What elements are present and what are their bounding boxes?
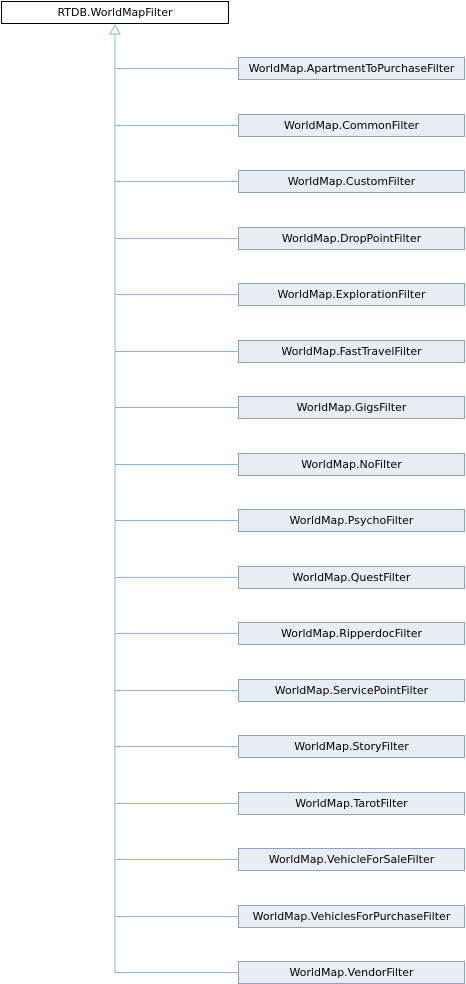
- derived-class-label: WorldMap.FastTravelFilter: [281, 345, 422, 358]
- derived-class-label: WorldMap.CustomFilter: [287, 175, 416, 188]
- derived-class-node[interactable]: WorldMap.VehiclesForPurchaseFilter: [238, 905, 465, 928]
- derived-class-label: WorldMap.NoFilter: [301, 458, 402, 471]
- derived-class-label: WorldMap.PsychoFilter: [289, 514, 414, 527]
- derived-class-label: WorldMap.ApartmentToPurchaseFilter: [248, 62, 455, 75]
- derived-class-label: WorldMap.DropPointFilter: [281, 232, 422, 245]
- derived-class-label: WorldMap.VehiclesForPurchaseFilter: [252, 910, 451, 923]
- derived-class-label: WorldMap.VendorFilter: [289, 966, 414, 979]
- derived-class-node[interactable]: WorldMap.CustomFilter: [238, 170, 465, 193]
- derived-class-node[interactable]: WorldMap.DropPointFilter: [238, 227, 465, 250]
- derived-class-label: WorldMap.ServicePointFilter: [274, 684, 429, 697]
- derived-class-node[interactable]: WorldMap.VehicleForSaleFilter: [238, 848, 465, 871]
- derived-class-node[interactable]: WorldMap.ApartmentToPurchaseFilter: [238, 57, 465, 80]
- inheritance-arrowhead: [109, 23, 121, 35]
- derived-class-label: WorldMap.QuestFilter: [292, 571, 411, 584]
- derived-class-node[interactable]: WorldMap.QuestFilter: [238, 566, 465, 589]
- derived-class-node[interactable]: WorldMap.TarotFilter: [238, 792, 465, 815]
- derived-class-node[interactable]: WorldMap.VendorFilter: [238, 961, 465, 984]
- derived-class-label: WorldMap.RipperdocFilter: [281, 627, 422, 640]
- derived-class-node[interactable]: WorldMap.NoFilter: [238, 453, 465, 476]
- derived-class-node[interactable]: WorldMap.RipperdocFilter: [238, 622, 465, 645]
- derived-class-node[interactable]: WorldMap.GigsFilter: [238, 396, 465, 419]
- derived-class-node[interactable]: WorldMap.StoryFilter: [238, 735, 465, 758]
- derived-class-label: WorldMap.ExplorationFilter: [277, 288, 426, 301]
- derived-class-node[interactable]: WorldMap.PsychoFilter: [238, 509, 465, 532]
- base-class-label: RTDB.WorldMapFilter: [57, 6, 173, 19]
- derived-class-label: WorldMap.CommonFilter: [283, 119, 420, 132]
- derived-class-label: WorldMap.TarotFilter: [295, 797, 408, 810]
- derived-class-node[interactable]: WorldMap.FastTravelFilter: [238, 340, 465, 363]
- derived-class-label: WorldMap.VehicleForSaleFilter: [268, 853, 435, 866]
- derived-class-node[interactable]: WorldMap.ExplorationFilter: [238, 283, 465, 306]
- derived-class-label: WorldMap.GigsFilter: [296, 401, 407, 414]
- derived-class-label: WorldMap.StoryFilter: [294, 740, 409, 753]
- base-class-node[interactable]: RTDB.WorldMapFilter: [1, 1, 229, 24]
- derived-class-node[interactable]: WorldMap.ServicePointFilter: [238, 679, 465, 702]
- derived-class-node[interactable]: WorldMap.CommonFilter: [238, 114, 465, 137]
